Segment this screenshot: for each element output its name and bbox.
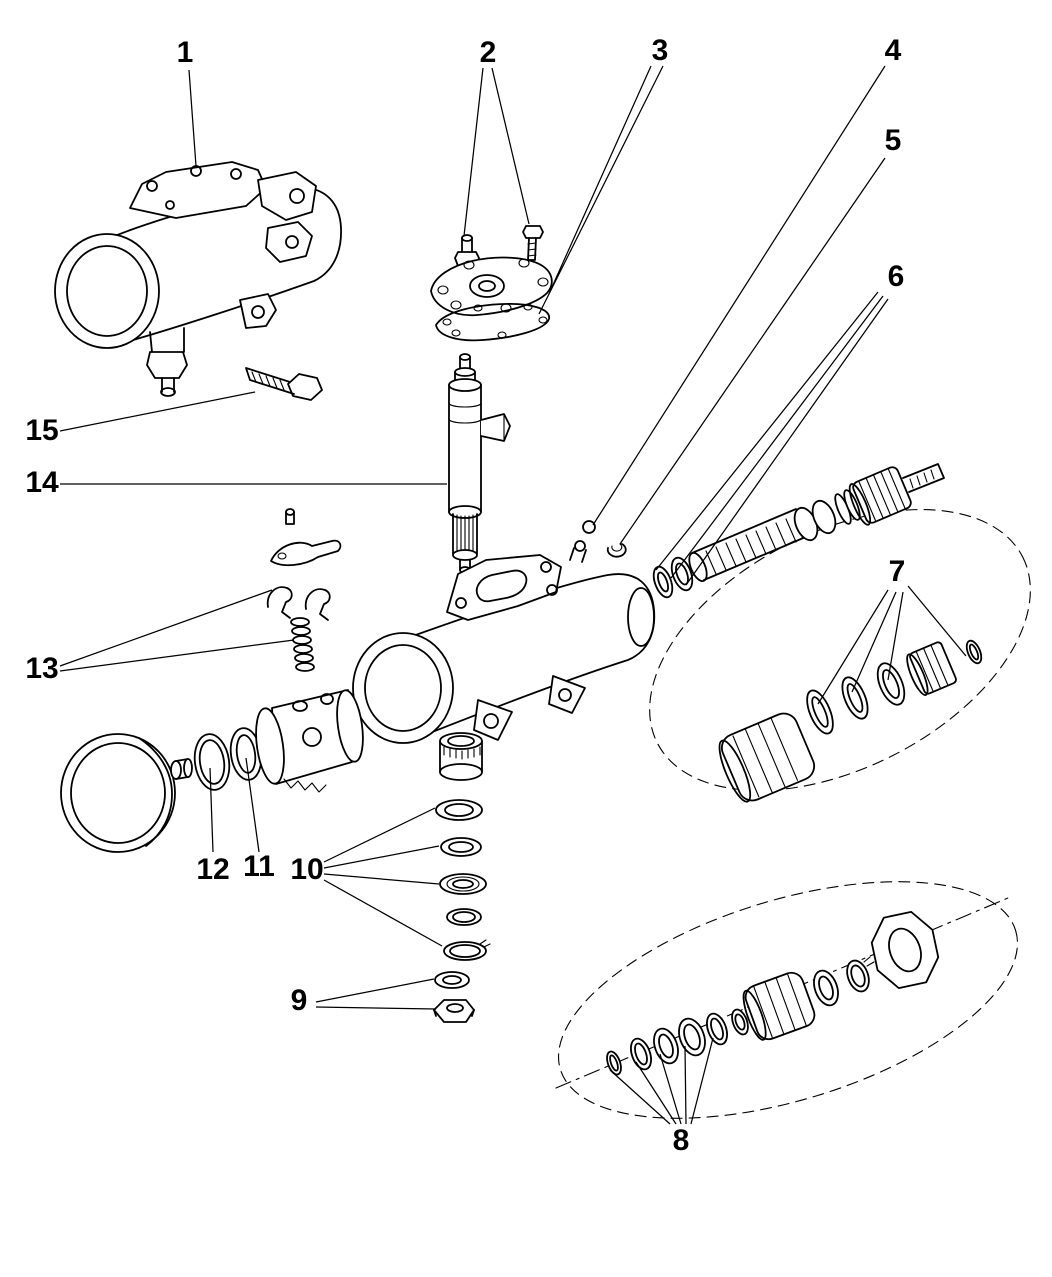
callout-4: 4 bbox=[885, 34, 902, 67]
side-cover bbox=[430, 256, 553, 317]
leader-15 bbox=[59, 391, 256, 432]
o-ring-small bbox=[965, 639, 983, 665]
shaft-seal bbox=[439, 873, 487, 895]
callout-14: 14 bbox=[25, 466, 59, 499]
clip-and-spring-set bbox=[266, 508, 342, 672]
callout-5: 5 bbox=[885, 124, 902, 157]
clamp bbox=[270, 539, 342, 567]
cover-bolt bbox=[522, 225, 544, 261]
callout-9: 9 bbox=[291, 984, 308, 1017]
callout-7: 7 bbox=[889, 555, 906, 588]
end-plug bbox=[870, 910, 940, 990]
boot-seal-lower bbox=[742, 971, 816, 1041]
boot-seal bbox=[718, 712, 816, 803]
leader-13 bbox=[59, 589, 295, 672]
callout-2: 2 bbox=[480, 36, 497, 69]
cover-gasket bbox=[435, 303, 550, 342]
seal-kit-lower bbox=[606, 910, 940, 1076]
spool bbox=[906, 641, 957, 696]
leader-11 bbox=[245, 757, 260, 853]
leader-9 bbox=[315, 978, 437, 1010]
callout-8: 8 bbox=[673, 1124, 690, 1157]
leader-10 bbox=[323, 807, 443, 947]
ball bbox=[582, 520, 596, 534]
callout-6: 6 bbox=[888, 260, 905, 293]
leader-3 bbox=[538, 65, 664, 315]
worm-valve-shaft bbox=[448, 353, 511, 574]
hex-nut bbox=[433, 999, 475, 1023]
gear-housing bbox=[352, 540, 656, 744]
callout-1: 1 bbox=[177, 36, 194, 69]
leader-5 bbox=[619, 157, 886, 545]
mounting-bolt bbox=[245, 367, 323, 401]
lock-washer bbox=[434, 971, 470, 989]
callout-3: 3 bbox=[652, 34, 669, 67]
retaining-clip-lower bbox=[846, 956, 875, 993]
seal-kit-boundary-lower bbox=[557, 881, 1019, 1119]
leader-12 bbox=[209, 767, 214, 853]
bearing-cup bbox=[439, 732, 483, 781]
callout-11: 11 bbox=[243, 850, 275, 883]
leader-1 bbox=[188, 69, 197, 167]
thrust-bearing bbox=[435, 799, 483, 821]
coil-spring bbox=[290, 617, 315, 672]
leader-lines bbox=[59, 65, 967, 1125]
retainer-clip bbox=[606, 543, 627, 558]
snap-ring bbox=[443, 939, 491, 961]
thrust-washer bbox=[440, 837, 482, 857]
callout-15: 15 bbox=[25, 414, 58, 447]
callout-labels: 1 2 3 4 5 6 7 8 9 10 11 12 13 14 15 bbox=[25, 34, 905, 1157]
o-ring-12 bbox=[193, 733, 231, 791]
end-cap bbox=[60, 733, 176, 853]
pin bbox=[285, 508, 295, 525]
leader-2 bbox=[463, 67, 530, 237]
roller bbox=[170, 758, 193, 780]
seal-kit-upper bbox=[718, 639, 983, 803]
spring-clip-b bbox=[304, 588, 331, 621]
leader-8 bbox=[609, 1037, 714, 1125]
leader-4 bbox=[592, 65, 886, 526]
callout-10: 10 bbox=[290, 853, 323, 886]
callout-13: 13 bbox=[25, 652, 58, 685]
spring-clip-a bbox=[266, 586, 293, 619]
leader-7 bbox=[817, 585, 967, 705]
input-shaft bbox=[688, 463, 945, 582]
leader-6 bbox=[655, 291, 889, 586]
o-ring-stack bbox=[446, 908, 482, 926]
steering-gear-assembly bbox=[54, 161, 342, 397]
callout-12: 12 bbox=[196, 853, 229, 886]
rack-piston bbox=[255, 689, 364, 793]
